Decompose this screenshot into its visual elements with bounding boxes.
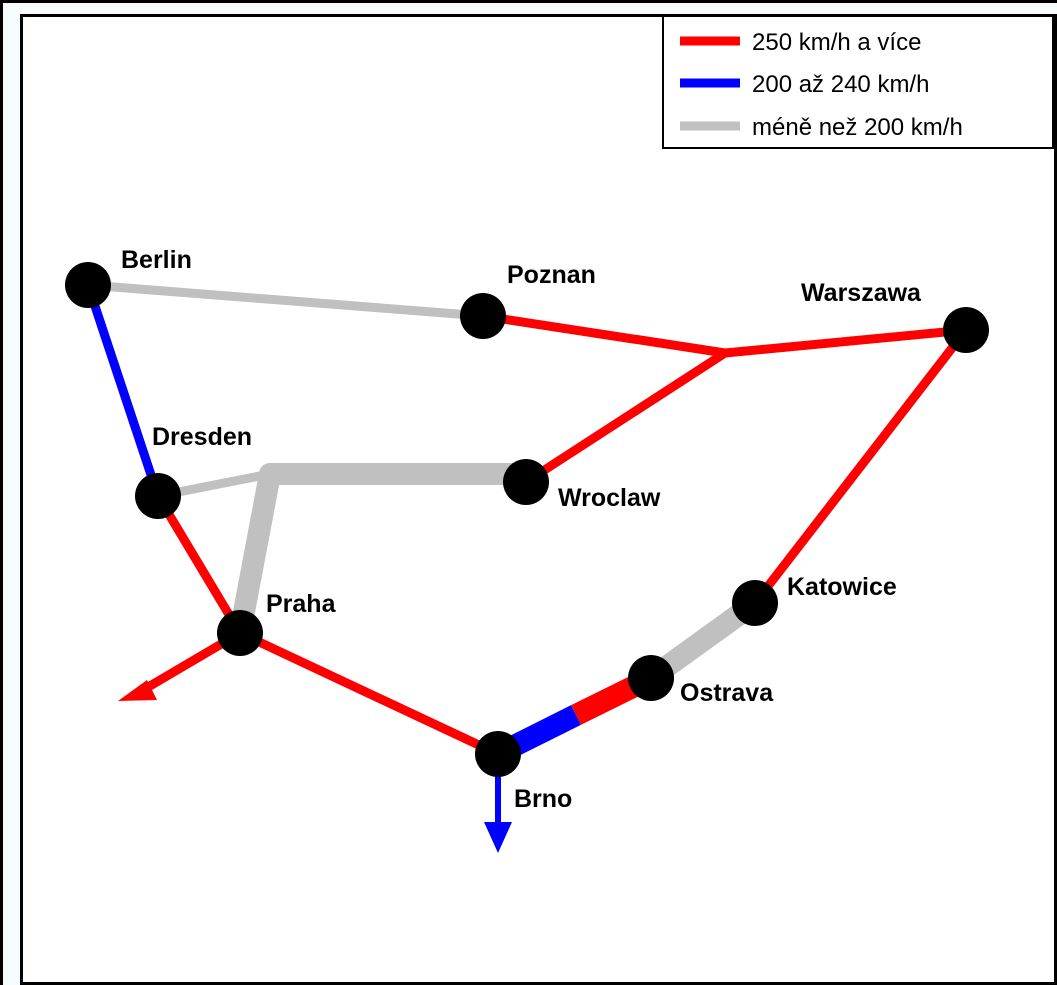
line-praha-brno — [238, 628, 500, 759]
label-wroclaw: Wroclaw — [558, 484, 661, 512]
legend-label-medium-speed: 200 až 240 km/h — [752, 71, 929, 98]
label-brno: Brno — [514, 785, 572, 813]
line-praha-wroclaw — [229, 463, 537, 644]
line-dresden-praha — [154, 493, 244, 636]
node-berlin — [65, 262, 111, 308]
label-praha: Praha — [266, 590, 337, 618]
label-ostrava: Ostrava — [680, 679, 774, 707]
line-poznan-junction — [482, 311, 726, 358]
legend-label-high-speed: 250 km/h a více — [752, 29, 921, 56]
line-berlin-dresden — [83, 283, 163, 498]
node-ostrava — [628, 655, 674, 701]
node-praha — [217, 610, 263, 656]
node-poznan — [460, 293, 506, 339]
line-junction-warszawa — [724, 325, 967, 358]
arrow-brno-south-head — [484, 822, 512, 853]
label-berlin: Berlin — [121, 246, 192, 274]
node-dresden — [135, 473, 181, 519]
node-katowice — [732, 580, 778, 626]
label-warszawa: Warszawa — [801, 279, 922, 307]
legend: 250 km/h a více 200 až 240 km/h méně než… — [662, 15, 1054, 149]
node-wroclaw — [503, 459, 549, 505]
legend-label-low-speed: méně než 200 km/h — [752, 114, 963, 141]
line-warszawa-katowice — [751, 327, 970, 606]
line-berlin-poznan — [87, 280, 484, 321]
node-warszawa — [943, 307, 989, 353]
node-brno — [475, 731, 521, 777]
line-junction-wroclaw — [523, 349, 728, 486]
label-katowice: Katowice — [787, 573, 897, 601]
label-poznan: Poznan — [507, 261, 596, 289]
arrow-praha-southwest-head — [118, 680, 157, 701]
label-dresden: Dresden — [152, 423, 252, 451]
